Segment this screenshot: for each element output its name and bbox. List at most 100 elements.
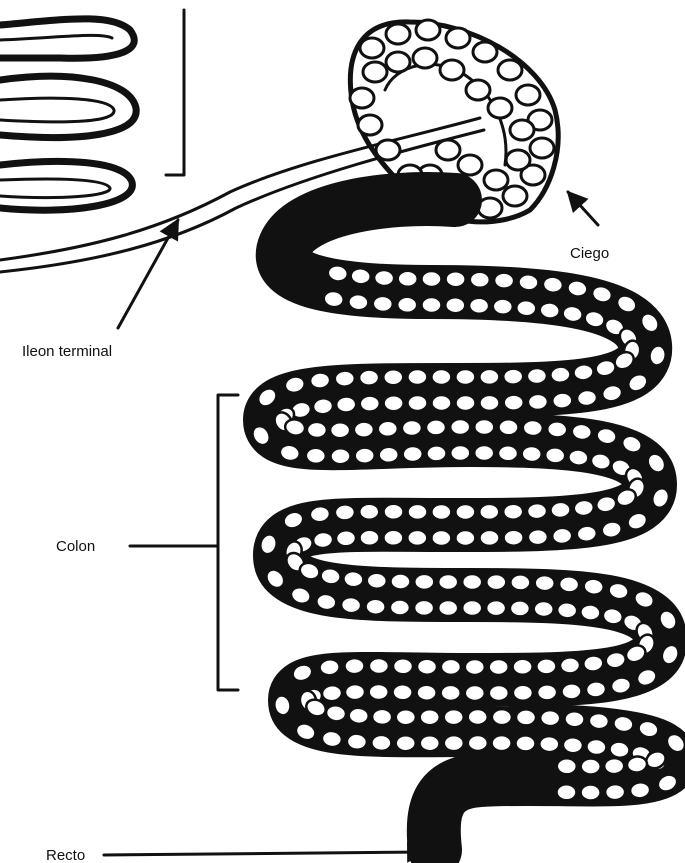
- haustrum: [371, 735, 391, 752]
- haustrum: [393, 658, 413, 674]
- haustrum: [431, 530, 451, 546]
- haustrum: [573, 499, 595, 517]
- haustrum: [498, 419, 518, 435]
- arrow-ileum: [118, 220, 178, 328]
- cecum-haustrum: [516, 85, 540, 105]
- haustrum: [492, 735, 512, 751]
- haustrum: [396, 709, 416, 725]
- haustrum: [407, 504, 427, 520]
- haustrum: [503, 504, 523, 520]
- haustrum: [432, 395, 452, 411]
- haustrum: [450, 419, 470, 435]
- haustrum: [378, 446, 399, 463]
- haustrum: [581, 758, 601, 774]
- cecum-haustrum: [473, 42, 497, 62]
- haustrum: [567, 448, 589, 466]
- haustrum: [438, 600, 458, 616]
- haustrum: [542, 276, 564, 294]
- haustrum: [604, 758, 625, 775]
- cecum-haustrum: [413, 48, 437, 68]
- cecum-haustrum: [416, 20, 440, 40]
- haustrum: [444, 709, 464, 725]
- haustrum: [407, 395, 427, 411]
- haustrum: [420, 735, 440, 751]
- haustrum: [445, 271, 465, 287]
- haustrum: [586, 738, 607, 756]
- haustrum: [510, 600, 530, 616]
- haustrum: [336, 396, 357, 413]
- haustrum: [390, 573, 410, 589]
- cecum-haustrum: [358, 115, 382, 135]
- cecum-haustrum: [360, 38, 384, 58]
- haustrum: [307, 421, 328, 438]
- haustrum: [374, 270, 395, 287]
- haustrum: [533, 601, 554, 618]
- haustrum: [407, 369, 427, 385]
- haustrum: [534, 575, 555, 592]
- haustrum: [559, 576, 580, 593]
- haustrum: [571, 423, 593, 441]
- haustrum: [583, 578, 605, 596]
- haustrum: [420, 709, 440, 725]
- haustrum: [486, 600, 506, 616]
- haustrum: [465, 685, 485, 701]
- haustrum: [359, 530, 379, 546]
- haustrum: [513, 659, 533, 675]
- cecum-haustrum: [376, 140, 400, 160]
- haustrum: [557, 758, 577, 774]
- haustrum: [330, 448, 350, 464]
- haustrum: [335, 504, 356, 521]
- label-rectum: Recto: [46, 847, 85, 863]
- haustrum: [516, 709, 536, 725]
- haustrum: [346, 733, 367, 750]
- haustrum: [321, 684, 342, 702]
- cecum-haustrum: [488, 98, 512, 118]
- haustrum: [426, 419, 446, 435]
- haustrum: [556, 784, 576, 800]
- haustrum: [445, 297, 465, 313]
- cecum-haustrum: [530, 138, 554, 158]
- haustrum: [421, 271, 441, 287]
- haustrum: [369, 684, 389, 700]
- haustrum: [561, 683, 582, 700]
- cecum-haustrum: [510, 120, 534, 140]
- haustrum: [417, 659, 437, 675]
- haustrum: [455, 369, 475, 385]
- haustrum: [354, 447, 374, 464]
- haustrum: [431, 369, 451, 385]
- haustrum: [402, 446, 422, 463]
- haustrum: [414, 600, 434, 616]
- haustrum: [309, 371, 331, 389]
- haustrum: [312, 397, 334, 415]
- cecum-haustrum: [484, 170, 508, 190]
- haustrum: [319, 658, 340, 676]
- haustrum: [492, 709, 512, 725]
- haustrum: [383, 369, 403, 385]
- haustrum: [479, 530, 499, 546]
- haustrum: [396, 735, 416, 751]
- haustrum: [384, 395, 404, 411]
- haustrum: [527, 368, 548, 385]
- haustrum: [479, 504, 499, 520]
- label-colon: Colon: [56, 538, 95, 555]
- haustrum: [579, 603, 601, 621]
- haustrum: [536, 658, 556, 675]
- cecum-haustrum: [466, 80, 490, 100]
- haustrum: [431, 504, 451, 520]
- haustrum: [462, 574, 482, 590]
- haustrum: [330, 422, 350, 438]
- haustrum: [305, 447, 326, 464]
- arrow-cecum: [568, 192, 598, 225]
- haustrum: [383, 504, 403, 520]
- haustrum: [474, 419, 494, 435]
- cecum-haustrum: [458, 155, 482, 175]
- cecum-haustrum: [498, 60, 522, 80]
- haustrum: [421, 297, 441, 313]
- haustrum: [372, 709, 392, 726]
- cecum-haustrum: [506, 150, 530, 170]
- haustrum: [309, 505, 331, 523]
- haustrum: [397, 297, 417, 313]
- haustrum: [365, 598, 386, 615]
- haustrum: [552, 392, 573, 409]
